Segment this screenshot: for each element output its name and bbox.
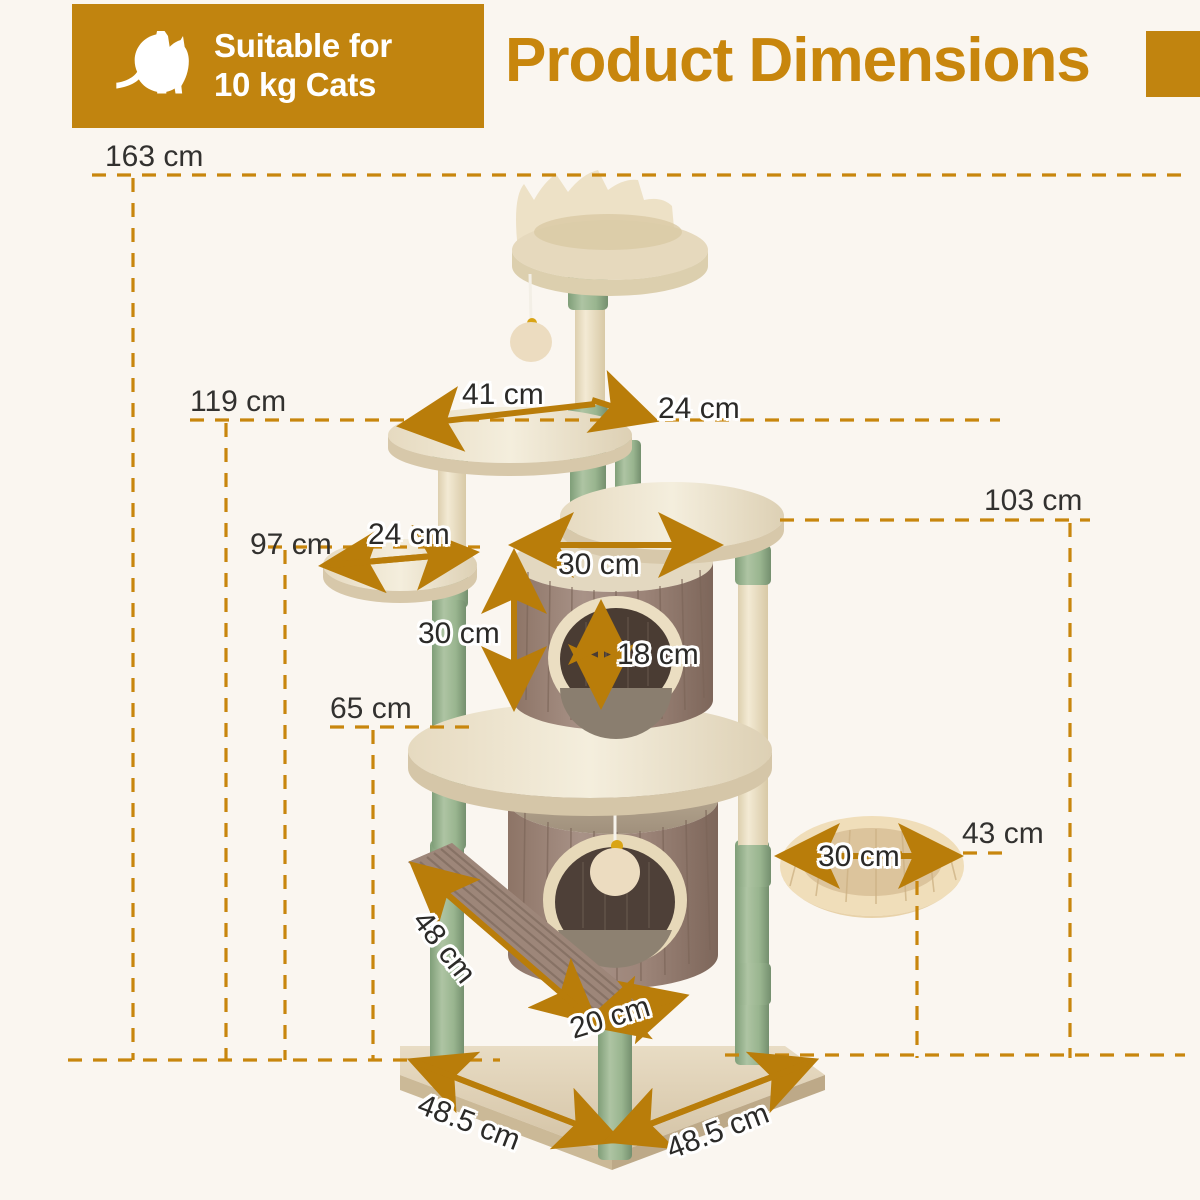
dimension-base-depth-left: 48.5 cm [413,1088,525,1158]
suitable-for-badge: Suitable for 10 kg Cats [72,4,484,128]
upper-oval-platform [388,407,632,476]
dimension-condo-width: 30 cm [558,548,640,581]
mid-large-platform [408,702,772,816]
measure-arrows [318,370,964,1150]
dimension-base-depth-right: 48.5 cm [662,1096,774,1166]
dimension-upper-platform-height: 119 cm [190,385,287,418]
lower-condo-house [508,766,718,989]
title-accent-block [1146,31,1200,97]
dimension-condo-height: 30 cm [418,617,500,650]
badge-label: Suitable for 10 kg Cats [214,27,392,103]
dimension-total-height: 163 cm [105,140,204,173]
dimension-large-platform-height: 103 cm [984,484,1083,517]
dashed-guides [68,173,1185,1062]
dimension-upper-platform-right-width: 24 cm [658,392,740,425]
dimension-small-perch-height: 97 cm [250,528,332,561]
dimension-upper-platform-left-width: 41 cm [462,378,544,411]
dimension-small-perch-width: 24 cm [368,518,450,551]
page-title: Product Dimensions [505,26,1091,95]
crown-top-bed [510,170,708,362]
dimension-basket-height: 43 cm [962,817,1044,850]
dimension-ramp-length: 48 cm [405,905,483,990]
dimension-mid-platform-height: 65 cm [330,692,412,725]
dimension-ramp-width: 20 cm [566,990,654,1046]
dimension-basket-width: 30 cm [818,840,900,873]
cat-silhouette-icon [116,31,189,94]
dimension-condo-entrance-height: 18 cm [617,638,699,671]
dangling-pompom-lower [590,848,640,896]
dangling-pompom-top [510,322,552,362]
